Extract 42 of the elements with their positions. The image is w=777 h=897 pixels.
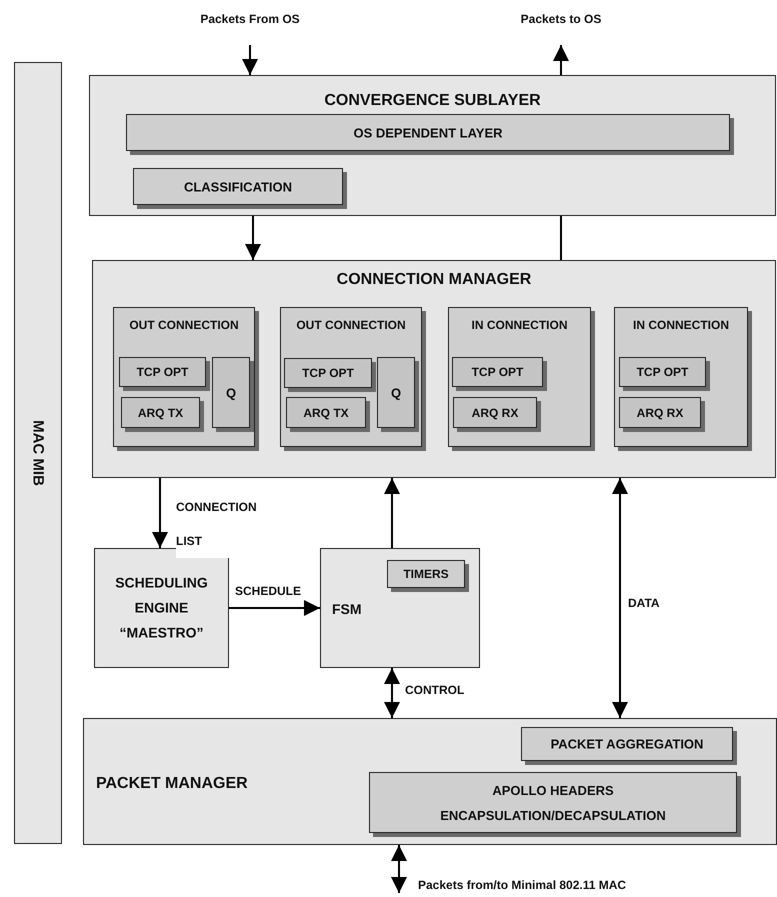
node-label: Q xyxy=(226,385,236,400)
node-label: ARQ RX xyxy=(636,406,684,420)
arrow xyxy=(229,600,320,616)
arrow xyxy=(384,668,400,718)
node-label: Q xyxy=(390,385,402,400)
arrow xyxy=(612,478,628,718)
node-label: Packets to OS xyxy=(520,12,602,26)
arrow xyxy=(245,216,261,260)
node-label: ARQ RX xyxy=(472,406,518,420)
arrow xyxy=(553,45,569,75)
arrow xyxy=(242,45,258,75)
node-label: ARQ TX xyxy=(138,406,184,420)
arrow xyxy=(384,478,400,548)
node-label: OUT CONNECTION xyxy=(128,318,240,332)
node-label: PACKET MANAGER xyxy=(96,775,248,793)
node-label: TCP OPT xyxy=(136,365,188,379)
engine-box xyxy=(94,548,229,668)
node-label: PACKET AGGREGATION xyxy=(550,736,704,752)
node-label: CONVERGENCE SUBLAYER xyxy=(323,92,542,110)
side-panel xyxy=(14,62,62,844)
layer-box xyxy=(83,718,777,845)
node-label: OS DEPENDENT LAYER xyxy=(353,125,503,140)
node-label: FSM xyxy=(332,601,362,617)
node-label: TCP OPT xyxy=(636,365,688,379)
node-label: TIMERS xyxy=(403,567,449,581)
node-label: CLASSIFICATION xyxy=(184,179,292,194)
node-label: CONNECTION MANAGER xyxy=(336,271,532,289)
arrow xyxy=(152,478,168,548)
fsm-box xyxy=(320,548,480,668)
arrow xyxy=(391,845,407,893)
node-label: TCP OPT xyxy=(472,365,524,379)
node-label: IN CONNECTION xyxy=(470,318,568,332)
node-label: Packets From OS xyxy=(200,12,300,26)
node-label: ARQ TX xyxy=(303,406,349,420)
node-label: IN CONNECTION xyxy=(632,318,730,332)
node-label: SCHEDULING ENGINE “MAESTRO” xyxy=(114,574,209,642)
node-label: MAC MIB xyxy=(30,420,46,486)
layer-box xyxy=(89,75,776,216)
node-label: APOLLO HEADERS ENCAPSULATION/DECAPSULATION xyxy=(439,782,667,824)
node-label: TCP OPT xyxy=(302,366,354,380)
layer-box xyxy=(92,260,776,478)
node-label: OUT CONNECTION xyxy=(295,318,407,332)
